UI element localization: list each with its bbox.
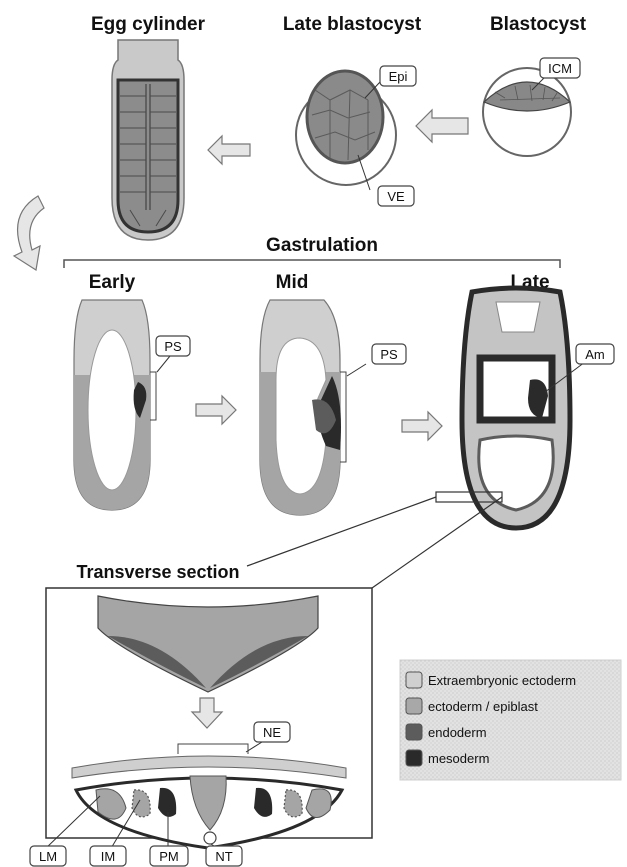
blastocyst-figure — [483, 68, 571, 156]
arrow-late-to-egg — [208, 136, 250, 164]
legend-label: endoderm — [428, 725, 487, 740]
gastrulation-title: Gastrulation — [266, 235, 378, 256]
legend-swatch — [406, 698, 422, 714]
legend-swatch — [406, 724, 422, 740]
epi-label: Epi — [389, 69, 408, 84]
late-blastocyst-figure — [296, 71, 396, 185]
legend-swatch — [406, 672, 422, 688]
ve-label: VE — [387, 189, 405, 204]
legend-item: Extraembryonic ectoderm — [406, 672, 576, 688]
legend-item: mesoderm — [406, 750, 489, 766]
legend: Extraembryonic ectoderm ectoderm / epibla… — [400, 660, 621, 780]
legend-item: endoderm — [406, 724, 487, 740]
mid-gastrula — [260, 300, 341, 515]
pm-label: PM — [159, 849, 179, 864]
ve-callout: VE — [358, 155, 414, 206]
early-gastrula — [74, 300, 150, 510]
am-label: Am — [585, 347, 605, 362]
mid-title: Mid — [276, 272, 309, 293]
arrow-early-to-mid — [196, 396, 236, 424]
legend-swatch — [406, 750, 422, 766]
early-title: Early — [89, 272, 136, 293]
nt-label: NT — [215, 849, 232, 864]
legend-label: Extraembryonic ectoderm — [428, 673, 576, 688]
blastocyst-title: Blastocyst — [490, 14, 587, 35]
legend-label: ectoderm / epiblast — [428, 699, 538, 714]
curved-arrow — [14, 196, 44, 270]
transverse-section-title: Transverse section — [76, 562, 239, 582]
legend-label: mesoderm — [428, 751, 489, 766]
ne-label: NE — [263, 725, 281, 740]
ps-mid-callout: PS — [340, 344, 406, 462]
egg-cylinder-title: Egg cylinder — [91, 14, 206, 35]
late-blastocyst-title: Late blastocyst — [283, 14, 422, 35]
ps-early-label: PS — [164, 339, 182, 354]
im-label: IM — [101, 849, 115, 864]
arrow-blastocyst-to-late — [416, 110, 468, 142]
egg-cylinder-figure — [112, 40, 184, 240]
ps-mid-label: PS — [380, 347, 398, 362]
icm-label: ICM — [548, 61, 572, 76]
notochord — [204, 832, 216, 844]
gastrulation-bracket — [64, 260, 560, 268]
arrow-mid-to-late — [402, 412, 442, 440]
nt-callout: NT — [206, 844, 242, 866]
ps-early-callout: PS — [150, 336, 190, 420]
lm-label: LM — [39, 849, 57, 864]
